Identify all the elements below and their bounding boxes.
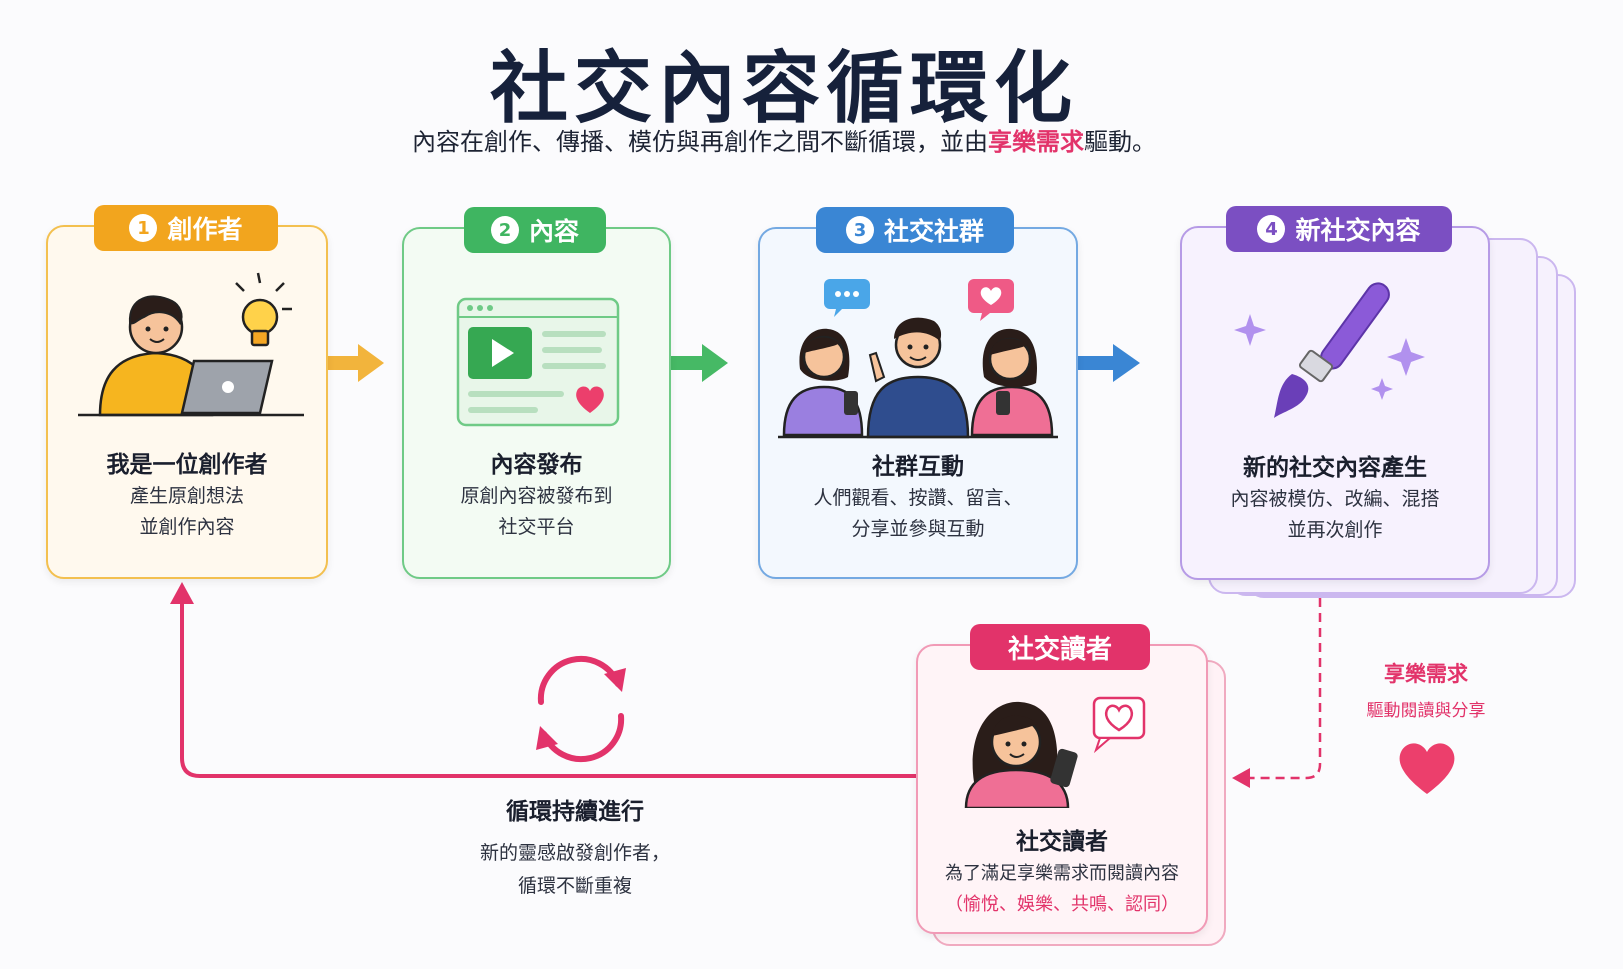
- step-desc-line: 並創作內容: [139, 516, 235, 538]
- demand-title: 享樂需求: [1384, 662, 1468, 686]
- step-number: 4: [1257, 215, 1286, 243]
- step-badge-label: 社交社群: [883, 217, 984, 246]
- reader-desc-highlight: （愉悅、娛樂、共鳴、認同）: [945, 894, 1179, 915]
- reader-badge: 社交讀者: [970, 624, 1150, 670]
- creator-illustration: [78, 272, 304, 417]
- step-title: 內容發布: [490, 452, 583, 478]
- reader-description: 為了滿足享樂需求而閱讀內容 （愉悅、娛樂、共鳴、認同）: [918, 858, 1206, 920]
- reader-badge-label: 社交讀者: [1007, 634, 1112, 665]
- step-description: 人們觀看、按讚、留言、 分享並參與互動: [760, 483, 1076, 545]
- loop-desc-line: 新的靈感啟發創作者，: [479, 842, 670, 864]
- step-desc-line: 社交平台: [498, 516, 575, 538]
- step-title: 新的社交內容產生: [1243, 455, 1427, 481]
- step-card-content: 2 內容 內容發布 原創內容被發布到 社交平台: [402, 207, 671, 579]
- loop-title: 循環持續進行: [506, 799, 644, 825]
- step-desc-line: 分享並參與互動: [851, 518, 985, 540]
- step-title: 我是一位創作者: [106, 452, 268, 478]
- step-card-new-content: 4 新社交內容 新的社交內容產生 內容被模仿、改編、混搭 並再次創作: [1180, 206, 1490, 580]
- loop-back-line: [170, 582, 918, 778]
- lightbulb-icon: [235, 272, 292, 347]
- step-badge-content: 2 內容: [464, 207, 606, 253]
- reader-title: 社交讀者: [1016, 829, 1108, 855]
- heart-icon: [576, 386, 604, 413]
- step-card-community: 3 社交社群 社群互動 人們觀看、按讚、留言、 分享並參與互動: [758, 207, 1078, 579]
- arrow-1-to-2: [318, 344, 384, 382]
- step-title: 社群互動: [872, 454, 964, 480]
- reader-illustration: [964, 696, 1146, 808]
- community-illustration: [778, 279, 1058, 439]
- loop-label: 循環持續進行 新的靈感啟發創作者， 循環不斷重複: [430, 792, 720, 898]
- subtitle-text: 內容在創作、傳播、模仿與再創作之間不斷循環，並由: [412, 128, 988, 156]
- step-desc-line: 產生原創想法: [129, 485, 244, 507]
- step-description: 產生原創想法 並創作內容: [48, 481, 326, 543]
- step-badge-community: 3 社交社群: [816, 207, 1014, 253]
- step-number: 3: [845, 216, 874, 244]
- sparkle-icon: [1234, 314, 1425, 400]
- step-badge-label: 創作者: [167, 215, 243, 244]
- paintbrush-icon: [1274, 282, 1390, 418]
- phone-icon: [1050, 748, 1078, 788]
- step-badge-creator: 1 創作者: [94, 205, 278, 251]
- step-description: 原創內容被發布到 社交平台: [404, 481, 669, 543]
- loop-desc-line: 循環不斷重複: [517, 875, 632, 897]
- step-badge-new-content: 4 新社交內容: [1226, 206, 1452, 252]
- step-number: 2: [490, 216, 519, 244]
- heart-icon: [1399, 743, 1455, 794]
- cycle-icon: [536, 655, 626, 763]
- heart-bubble-icon: [1092, 696, 1146, 754]
- page-title: 社交內容循環化: [489, 44, 1078, 134]
- dashed-arrow-to-reader: [1232, 598, 1322, 788]
- step-desc-line: 並再次創作: [1287, 519, 1383, 541]
- step-badge-label: 新社交內容: [1295, 216, 1421, 245]
- step-desc-line: 人們觀看、按讚、留言、: [813, 487, 1023, 509]
- content-window-illustration: [456, 297, 620, 427]
- step-badge-label: 內容: [528, 217, 579, 246]
- paintbrush-illustration: [1234, 282, 1425, 418]
- step-card-creator: 1 創作者 我是一位創作者 產生原創想法 並創作內容: [46, 205, 328, 579]
- step-description: 內容被模仿、改編、混搭 並再次創作: [1182, 484, 1488, 546]
- reader-card: 社交讀者 社交讀者 為了滿足享樂需求而閱讀內容 （愉悅、娛樂、共鳴、認同）: [916, 624, 1208, 934]
- subtitle-highlight: 享樂需求: [988, 128, 1084, 156]
- step-desc-line: 內容被模仿、改編、混搭: [1230, 488, 1440, 510]
- page-subtitle: 內容在創作、傳播、模仿與再創作之間不斷循環，並由享樂需求驅動。: [0, 122, 1568, 157]
- step-number: 1: [129, 214, 158, 242]
- reader-desc-line: 為了滿足享樂需求而閱讀內容: [945, 863, 1179, 884]
- subtitle-end: 驅動。: [1084, 128, 1156, 156]
- step-desc-line: 原創內容被發布到: [460, 485, 613, 507]
- demand-desc: 驅動閱讀與分享: [1366, 701, 1486, 721]
- demand-label: 享樂需求 驅動閱讀與分享: [1336, 658, 1516, 721]
